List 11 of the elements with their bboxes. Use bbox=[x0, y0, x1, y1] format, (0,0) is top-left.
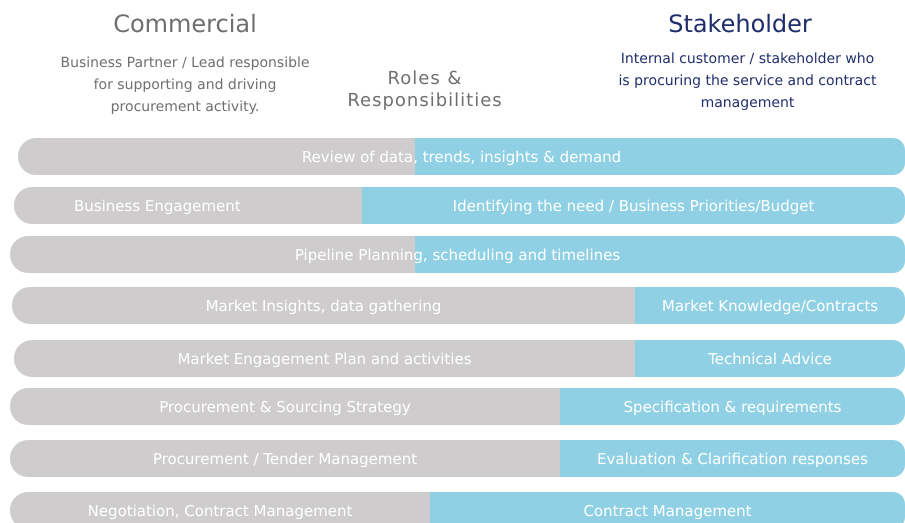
stakeholder-role-bar: Evaluation & Clarification responses bbox=[560, 440, 905, 477]
stakeholder-role-bar: Technical Advice bbox=[635, 340, 905, 377]
center-heading: Roles & Responsibilities bbox=[346, 68, 504, 112]
stakeholder-role-bar: Identifying the need / Business Priorities/Budget bbox=[362, 187, 905, 224]
column-description: Internal customer / stakeholder who is procuring the service and contract management bbox=[618, 50, 878, 113]
stakeholder-role-bar: Market Knowledge/Contracts bbox=[635, 287, 905, 324]
stakeholder-role-bar: Specification & requirements bbox=[560, 388, 905, 425]
stakeholder-role-bar: Contract Management bbox=[430, 492, 905, 523]
column-heading: Commercial bbox=[112, 10, 258, 38]
column-description: Business Partner / Lead responsible for supporting and driving procurement activity. bbox=[59, 54, 311, 117]
column-heading: Stakeholder bbox=[667, 10, 813, 38]
